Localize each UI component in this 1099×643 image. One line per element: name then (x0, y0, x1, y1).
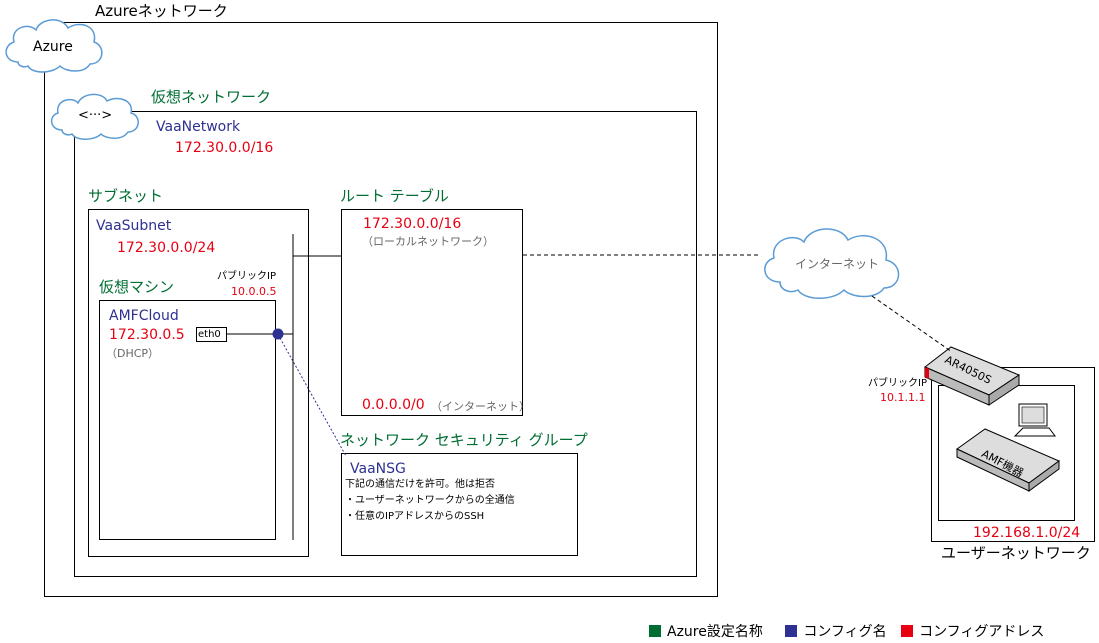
legend-item-config-name: コンフィグ名 (785, 624, 887, 640)
nsg-rule-line: 下記の通信だけを許可。他は拒否 (345, 479, 495, 490)
user-network-address: 192.168.1.0/24 (973, 525, 1081, 541)
azure-cloud-label: Azure (33, 39, 73, 55)
route-table-heading: ルート テーブル (340, 187, 449, 205)
subnet-heading: サブネット (88, 187, 164, 205)
vm-public-ip: 10.0.0.5 (231, 285, 277, 298)
nsg-rule-line: ・任意のIPアドレスからのSSH (345, 511, 485, 522)
amf-device-icon (956, 428, 1060, 492)
azure-cloud-icon (5, 19, 103, 73)
vnet-heading: 仮想ネットワーク (151, 88, 272, 106)
vnet-name: VaaNetwork (156, 119, 241, 135)
router-public-ip: 10.1.1.1 (880, 391, 926, 404)
vm-address: 172.30.0.5 (109, 327, 185, 343)
legend-swatch-blue (785, 625, 798, 637)
legend-swatch-red (901, 625, 914, 637)
vm-public-ip-label: パブリックIP (217, 271, 276, 282)
internet-label: インターネット (795, 257, 880, 271)
internet-to-router-line (871, 295, 953, 353)
nic-label: eth0 (198, 329, 221, 340)
route2-prefix: 0.0.0.0/0 (362, 397, 425, 413)
vm-note: （DHCP） (106, 347, 160, 360)
vm-frame (99, 300, 276, 540)
legend-swatch-green (649, 625, 661, 637)
vnet-cloud-icon (50, 93, 139, 140)
nic-eth0 (196, 327, 227, 342)
route2-note: （インターネット） (431, 400, 530, 413)
legend-item-config-address: コンフィグアドレス (901, 624, 1044, 640)
router-public-ip-label: パブリックIP (868, 378, 927, 389)
nsg-rule-line: ・ユーザーネットワークからの全通信 (345, 495, 515, 506)
legend: Azure設定名称 コンフィグ名 コンフィグアドレス (649, 625, 1044, 639)
subnet-address: 172.30.0.0/24 (117, 240, 216, 256)
user-network-caption: ユーザーネットワーク (941, 544, 1091, 562)
route-table-frame (341, 209, 523, 416)
nsg-name: VaaNSG (350, 461, 406, 477)
vm-name: AMFCloud (109, 308, 179, 324)
azure-network-title: Azureネットワーク (95, 2, 228, 20)
nic-connection-dot (272, 328, 284, 340)
legend-item-azure-name: Azure設定名称 (649, 624, 763, 640)
subnet-name: VaaSubnet (96, 218, 172, 234)
router-icon (924, 346, 1021, 406)
nsg-heading: ネットワーク セキュリティ グループ (340, 431, 588, 449)
pc-icon (1013, 403, 1056, 437)
route1-prefix: 172.30.0.0/16 (363, 216, 462, 232)
vm-heading: 仮想マシン (99, 278, 175, 296)
nsg-frame (341, 453, 578, 556)
vnet-icon-text: <···> (78, 108, 113, 123)
internet-cloud-icon (764, 228, 900, 299)
nsg-association-line (279, 337, 347, 457)
route1-note: （ローカルネットワーク） (362, 235, 494, 248)
vnet-address: 172.30.0.0/16 (175, 140, 274, 156)
